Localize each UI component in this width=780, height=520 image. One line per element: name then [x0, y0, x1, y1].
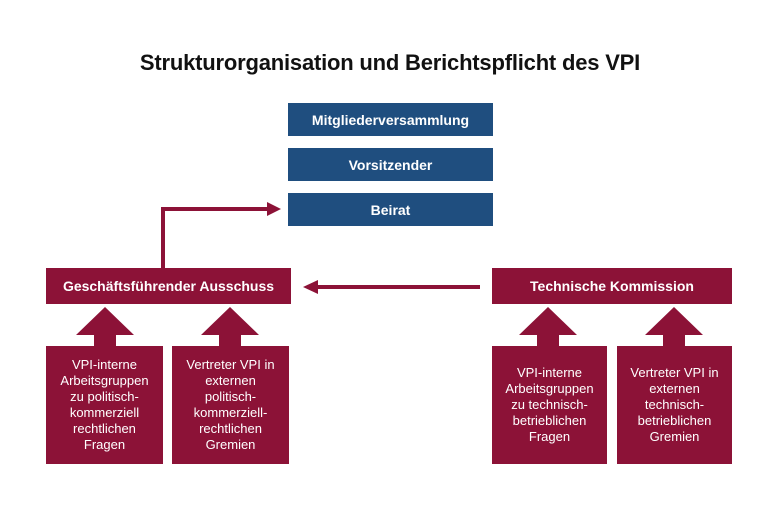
box-text: VPI-interne Arbeitsgruppen zu politisch-… [60, 357, 148, 453]
box-text: Vertreter VPI in externen politisch- kom… [186, 357, 274, 453]
arrow-head [303, 280, 318, 294]
text-line: externen [649, 381, 700, 396]
text-line: Fragen [528, 429, 571, 444]
box-label: Mitgliederversammlung [311, 111, 470, 128]
text-line: Vertreter VPI in [186, 357, 275, 372]
up-arrow-left-2 [201, 307, 259, 348]
text-line: Gremien [649, 429, 700, 444]
text-line: kommerziell- [193, 405, 268, 420]
box-label: Beirat [370, 201, 411, 218]
up-arrow-left-1 [76, 307, 134, 348]
text-line: VPI-interne [71, 357, 138, 372]
text-line: betrieblichen [637, 413, 712, 428]
box-text: Vertreter VPI in externen technisch- bet… [630, 365, 718, 445]
arrow-head [267, 202, 281, 216]
box-right-arbeitsgruppen: VPI-interne Arbeitsgruppen zu technisch-… [492, 346, 607, 464]
box-mitgliederversammlung: Mitgliederversammlung [288, 103, 493, 136]
box-label: Geschäftsführender Ausschuss [62, 278, 275, 294]
box-technische-kommission: Technische Kommission [492, 268, 732, 304]
text-line: Arbeitsgruppen [505, 381, 594, 396]
text-line: Arbeitsgruppen [60, 373, 149, 388]
box-left-vertreter: Vertreter VPI in externen politisch- kom… [172, 346, 289, 464]
box-text: VPI-interne Arbeitsgruppen zu technisch-… [505, 365, 593, 445]
text-line: technisch- [644, 397, 705, 412]
text-line: betrieblichen [512, 413, 587, 428]
box-left-arbeitsgruppen: VPI-interne Arbeitsgruppen zu politisch-… [46, 346, 163, 464]
box-label: Technische Kommission [530, 278, 694, 294]
box-right-vertreter: Vertreter VPI in externen technisch- bet… [617, 346, 732, 464]
box-label: Vorsitzender [348, 156, 433, 173]
up-arrow-right-1 [519, 307, 577, 348]
text-line: Gremien [205, 437, 256, 452]
text-line: rechtlichen [73, 421, 136, 436]
text-line: VPI-interne [516, 365, 583, 380]
text-line: kommerziell [69, 405, 140, 420]
box-geschaeftsfuehrender-ausschuss: Geschäftsführender Ausschuss [46, 268, 291, 304]
text-line: externen [205, 373, 256, 388]
up-arrow-right-2 [645, 307, 703, 348]
diagram-title: Strukturorganisation und Berichtspflicht… [139, 50, 641, 75]
text-line: Fragen [83, 437, 126, 452]
box-beirat: Beirat [288, 193, 493, 226]
arrow-ausschuss-to-beirat [161, 207, 268, 268]
text-line: zu politisch- [70, 389, 139, 404]
text-line: politisch- [204, 389, 257, 404]
text-line: zu technisch- [511, 397, 588, 412]
text-line: rechtlichen [199, 421, 262, 436]
box-vorsitzender: Vorsitzender [288, 148, 493, 181]
text-line: Vertreter VPI in [630, 365, 719, 380]
